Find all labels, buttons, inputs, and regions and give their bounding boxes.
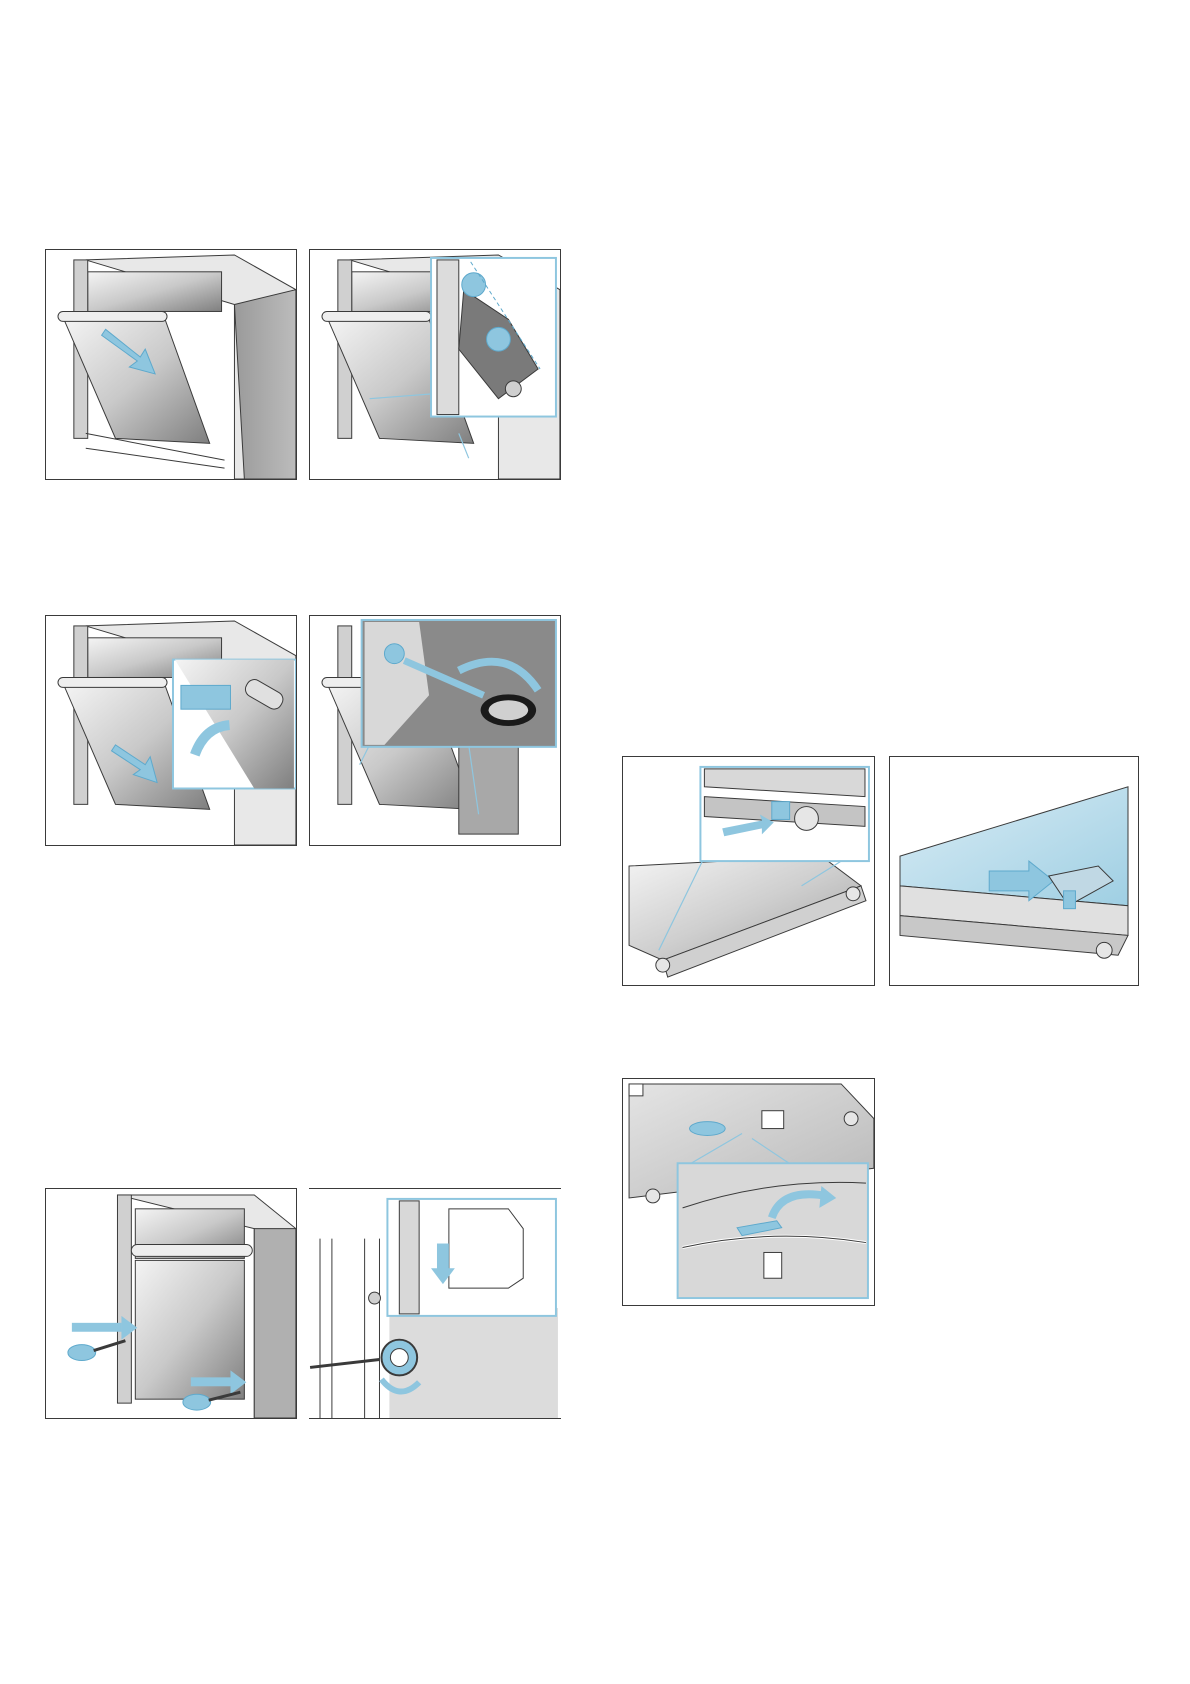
screwdriver-illustration — [46, 1189, 296, 1418]
hinge-lever-illustration — [310, 250, 560, 479]
figure-door-panel-clip — [622, 756, 875, 986]
figure-hinge-lever — [309, 249, 561, 480]
figure-oven-door-open — [45, 249, 297, 480]
glass-clip-lift-illustration — [623, 1079, 874, 1305]
door-cover-illustration — [46, 616, 296, 845]
figure-glass-clip-lift — [622, 1078, 875, 1306]
hinge-rotate-illustration — [310, 616, 560, 845]
figure-hinge-rotate — [309, 615, 561, 846]
figure-glass-panel-slide — [889, 756, 1139, 986]
figure-hinge-screw — [309, 1188, 561, 1419]
figure-screwdriver-screws — [45, 1188, 297, 1419]
hinge-screw-illustration — [309, 1189, 561, 1418]
door-panel-clip-illustration — [623, 757, 874, 985]
oven-door-illustration — [46, 250, 296, 479]
glass-panel-slide-illustration — [890, 757, 1138, 985]
figure-door-cover-push — [45, 615, 297, 846]
